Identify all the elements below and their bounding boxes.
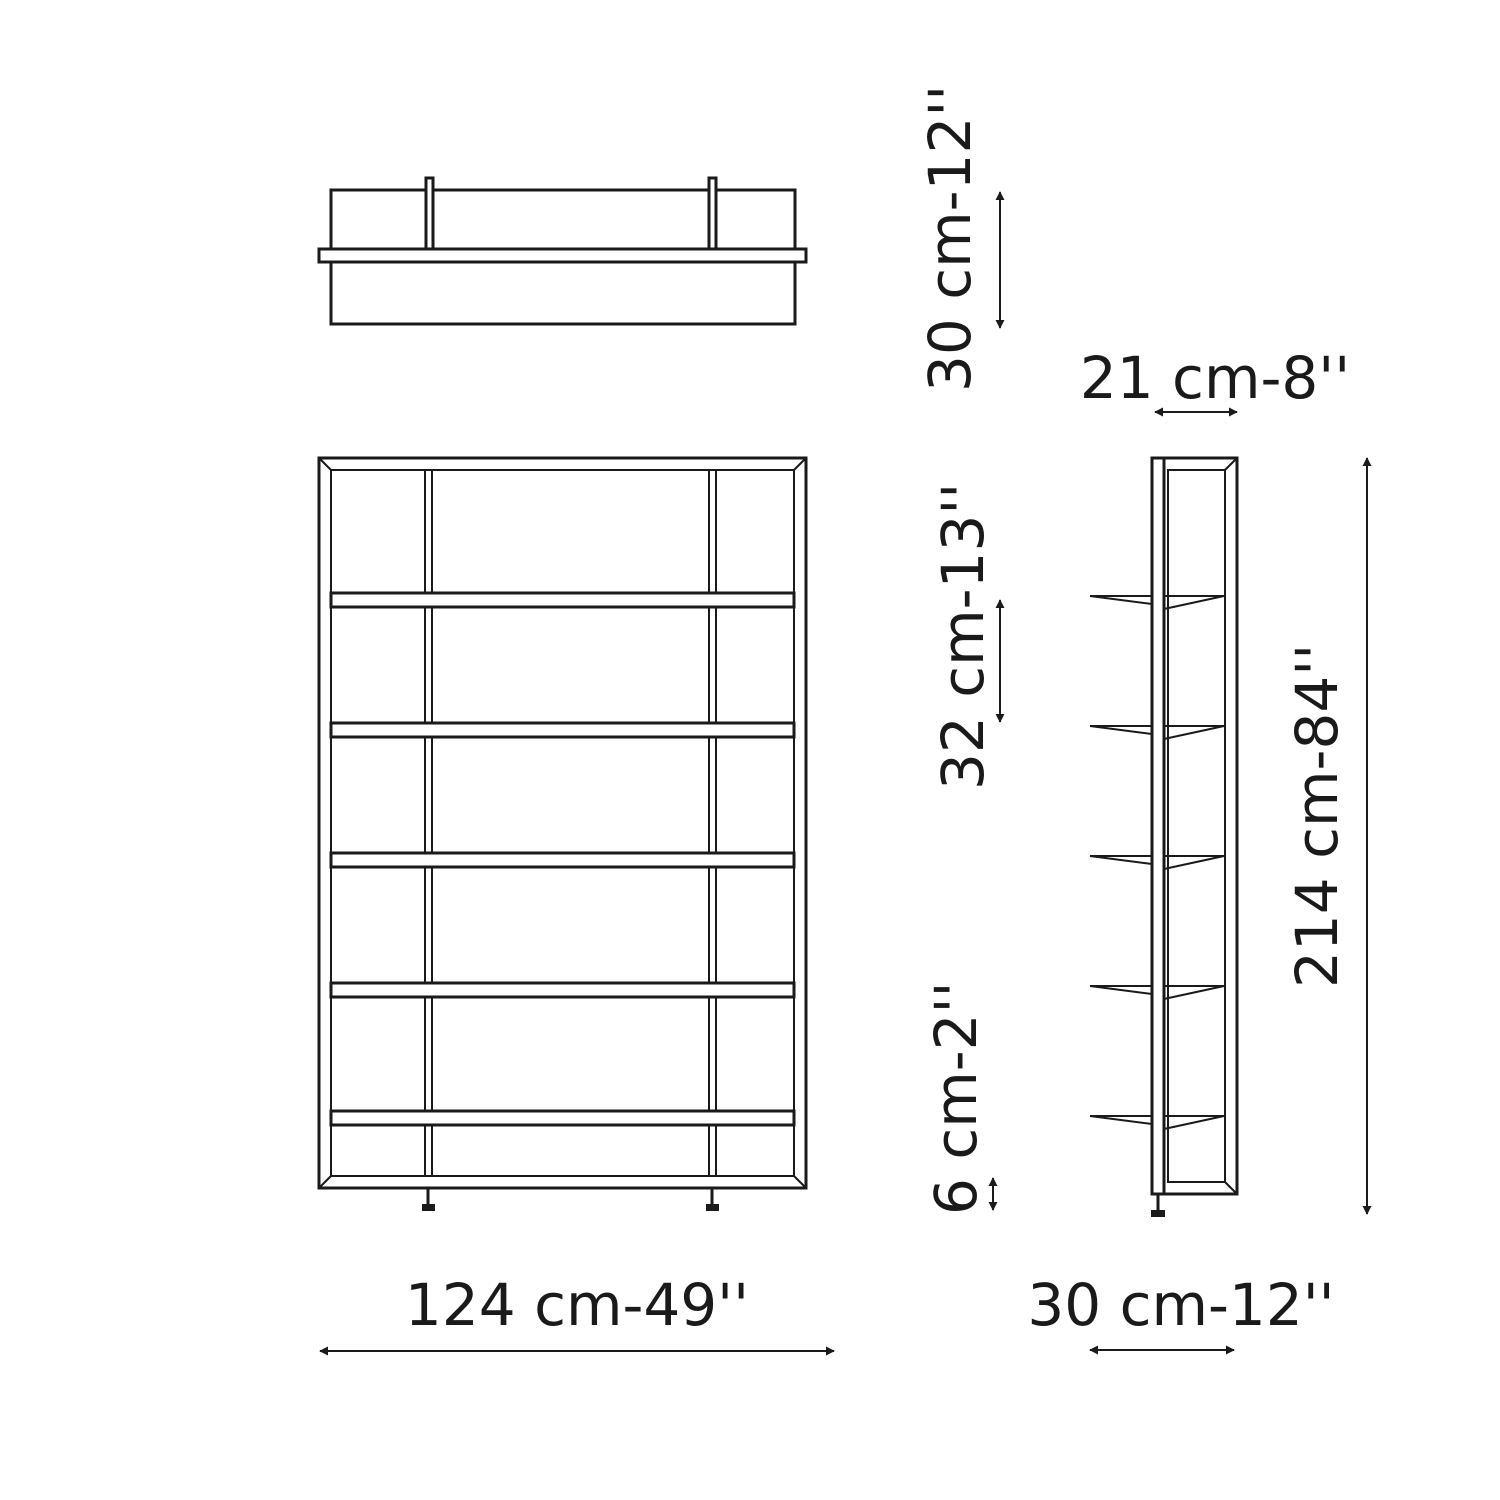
- side-view-depth-bottom-label: 30 cm-12'': [1027, 1271, 1334, 1339]
- shelf-spacing-label: 32 cm-13'': [929, 483, 997, 790]
- side-view-depth-top-label: 21 cm-8'': [1080, 344, 1350, 412]
- top-view: [317, 176, 808, 326]
- dimension-arrows: [319, 191, 1372, 1356]
- total-height-label: 214 cm-84'': [1283, 644, 1351, 988]
- leg-height-label: 6 cm-2'': [922, 982, 990, 1215]
- shelf-brackets: [1089, 595, 1225, 1131]
- top-view-depth-label: 30 cm-12'': [916, 85, 984, 392]
- front-view: [317, 456, 808, 1211]
- front-width-label: 124 cm-49'': [405, 1271, 749, 1339]
- side-view: [1089, 456, 1239, 1217]
